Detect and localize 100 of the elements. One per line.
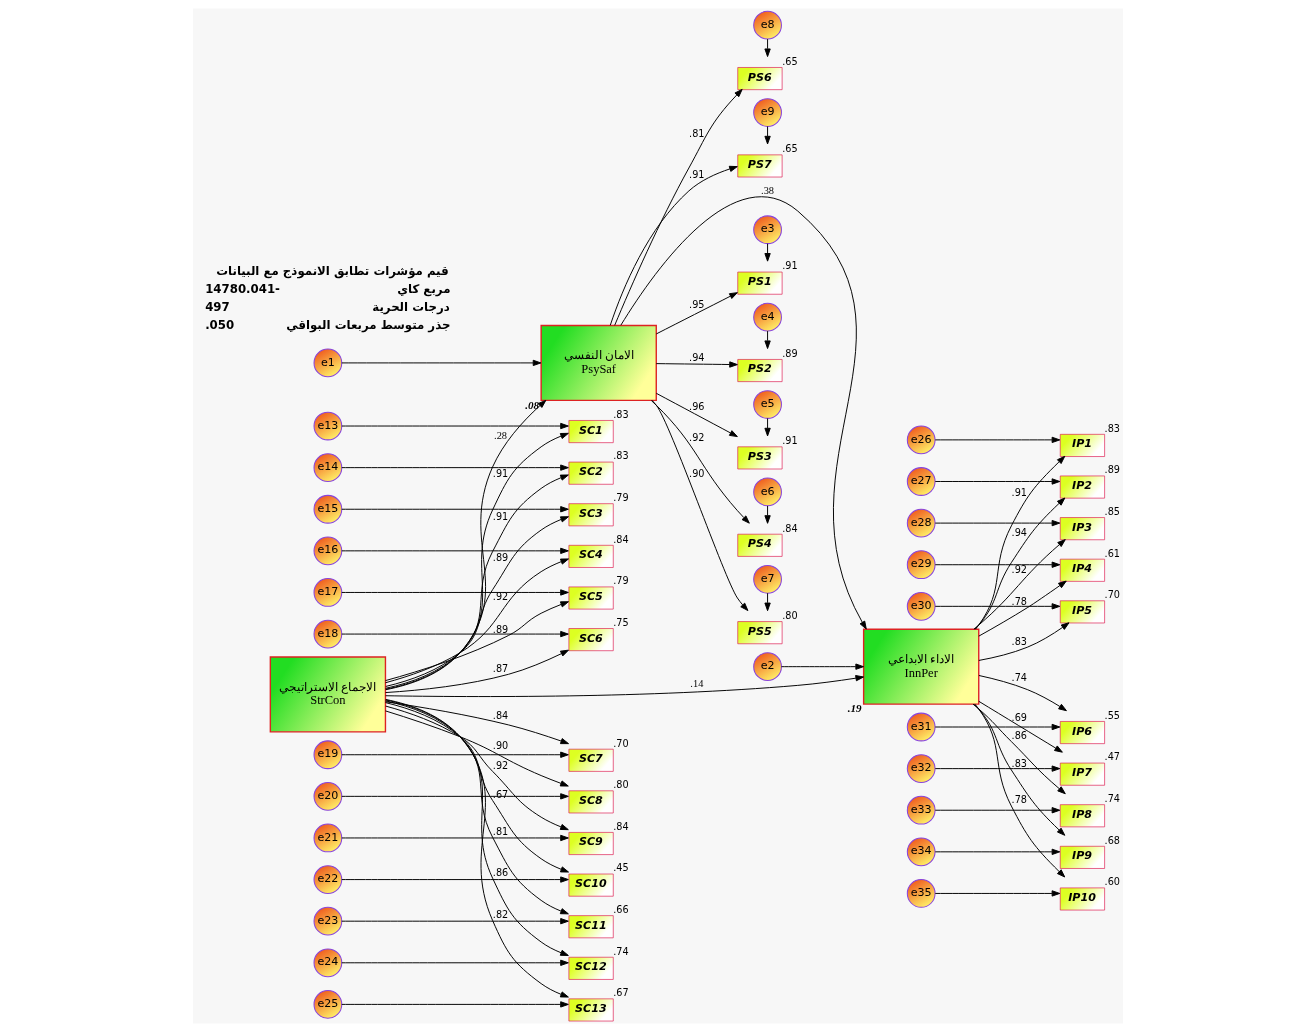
node-label: .47 [1104, 751, 1120, 763]
arrow [384, 558, 569, 684]
node-label: .66 [612, 904, 629, 915]
arrow [609, 165, 738, 326]
edge-label: .95 [688, 298, 705, 310]
node-circle: e5 [752, 390, 782, 419]
arrow [780, 663, 864, 670]
node-circle: e29 [906, 550, 936, 580]
node-circle: e30 [906, 591, 936, 621]
edge-label: .83 [1011, 635, 1027, 647]
arrow [972, 539, 1066, 630]
edge-label: .92 [492, 759, 508, 771]
node-label: .91 [781, 260, 798, 272]
arrow [934, 890, 1060, 897]
label: 14780.041- [204, 282, 280, 297]
arrow [655, 392, 738, 438]
node-label: .74 [1104, 793, 1120, 805]
node-circle: e16 [313, 536, 342, 566]
arrow [340, 630, 569, 638]
edge-label: .84 [492, 709, 508, 721]
label: جذر متوسط مربعات البواقي [285, 318, 450, 333]
node-label: .80 [612, 779, 629, 791]
node-circle: e24 [313, 948, 342, 978]
node-circle: e7 [752, 564, 782, 594]
arrow [340, 751, 569, 758]
arrow [619, 196, 867, 630]
edge-label: .92 [688, 431, 705, 443]
edge-label: .89 [492, 552, 508, 564]
node-label: .75 [612, 616, 629, 628]
edge-label: .78 [1011, 596, 1027, 608]
arrow [384, 675, 864, 698]
edge-label: .82 [492, 908, 508, 920]
node-circle: e15 [313, 494, 342, 524]
arrow [977, 622, 1069, 661]
arrow [340, 918, 569, 925]
node-circle: e14 [313, 453, 342, 482]
arrow [655, 292, 738, 335]
edge-label: .81 [688, 127, 705, 139]
node-label: .89 [1104, 464, 1120, 476]
node-circle: e3 [752, 215, 782, 245]
node-circle: e27 [906, 467, 936, 496]
edge-label: .81 [492, 825, 508, 837]
node-label: .80 [781, 609, 798, 621]
node-label: .19 [847, 702, 862, 715]
arrow [934, 807, 1060, 814]
node-circle: e35 [906, 879, 936, 908]
node-label: .65 [781, 55, 798, 67]
node-circle: e19 [313, 740, 342, 770]
node-label: .74 [612, 945, 629, 957]
node-label: .68 [1104, 834, 1120, 846]
node-circle: e1 [313, 348, 342, 378]
edge-label: .14 [689, 678, 703, 690]
node-circle: e21 [313, 823, 342, 853]
arrow [972, 703, 1066, 795]
node-label: .61 [1104, 547, 1120, 559]
node-circle: e13 [313, 411, 342, 441]
label: قيم مؤشرات تطابق الانموذج مع البيانات [215, 264, 449, 279]
node-circle: e8 [752, 10, 782, 40]
arrow [934, 561, 1060, 568]
edge-label: .78 [1011, 794, 1027, 806]
edge-label: .83 [1011, 758, 1027, 770]
label: .050 [204, 318, 234, 333]
arrow [340, 506, 569, 513]
arrow [384, 702, 569, 873]
arrow [651, 399, 748, 612]
node-circle: e25 [313, 990, 342, 1019]
arrow [340, 876, 569, 883]
arrow [340, 834, 569, 842]
edge-label: .96 [688, 401, 705, 413]
edge-label: .86 [1011, 729, 1027, 741]
edge-label: .90 [688, 468, 705, 480]
edge-label: .91 [492, 467, 508, 479]
arrow [973, 703, 1065, 836]
arrow [384, 432, 569, 690]
edge-label: .38 [760, 184, 774, 196]
arrow [384, 399, 546, 691]
node-circle: e18 [313, 619, 342, 649]
arrow [384, 516, 569, 687]
edge-label: .94 [688, 351, 705, 363]
node-label: .89 [781, 347, 798, 359]
edge-label: .87 [492, 662, 508, 674]
edge-label: .92 [492, 590, 508, 602]
node-label: .67 [612, 987, 629, 999]
node-label: .79 [612, 492, 629, 504]
arrow [384, 474, 569, 689]
arrow [340, 422, 569, 430]
node-circle: e22 [313, 865, 342, 894]
edge-label: .92 [1011, 563, 1027, 575]
node-circle: e33 [906, 795, 936, 825]
edge-label: .94 [1011, 526, 1027, 538]
arrow [934, 436, 1060, 444]
arrow [934, 478, 1060, 485]
node-label: .08 [524, 398, 539, 411]
node-label: .79 [612, 575, 629, 587]
arrow [763, 592, 771, 612]
arrow [384, 710, 569, 787]
node-label: .45 [612, 862, 629, 874]
node-label: .84 [781, 522, 798, 534]
node-label: .70 [612, 737, 629, 749]
arrow [974, 703, 1065, 878]
